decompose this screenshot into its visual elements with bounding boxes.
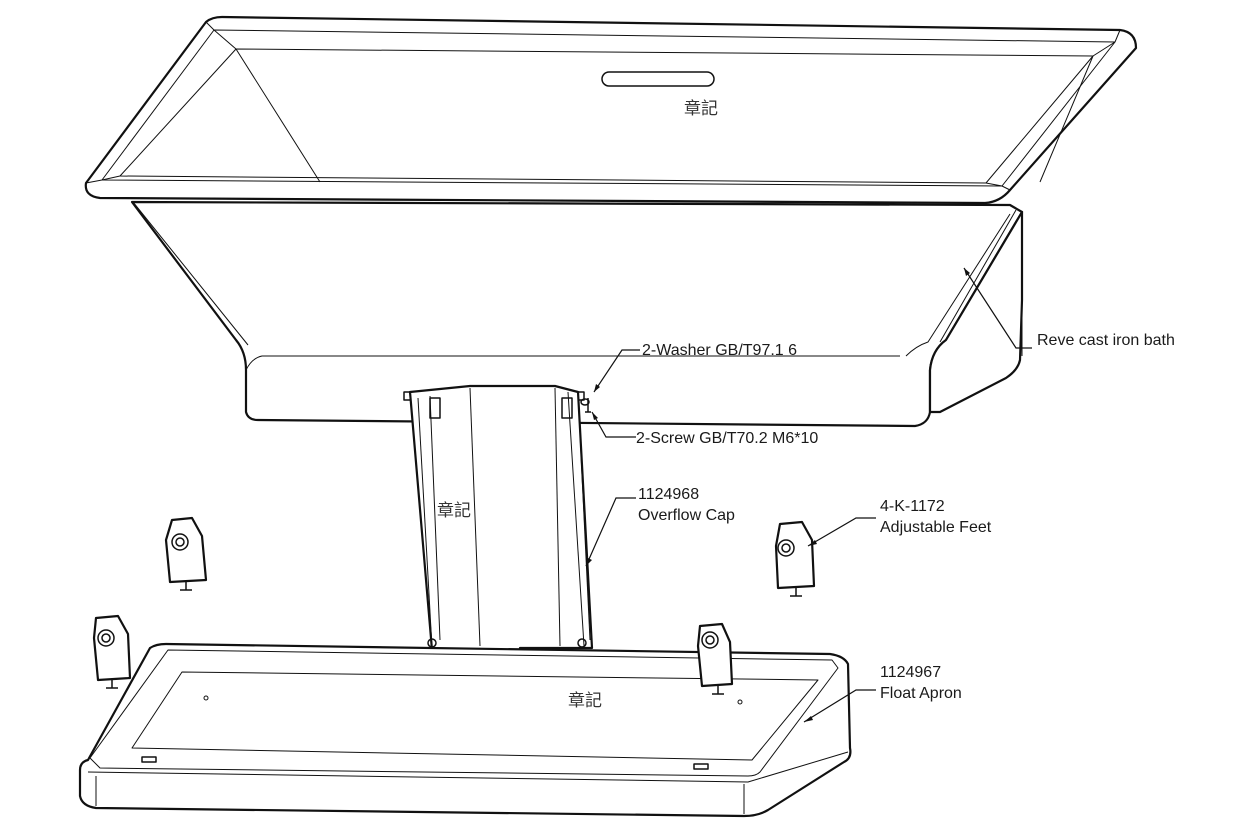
- leader-overflow-cap: [585, 497, 636, 567]
- callout-bath: Reve cast iron bath: [1037, 330, 1175, 351]
- leader-lines: [585, 267, 1032, 723]
- callout-overflow-cap-number: 1124968: [638, 486, 700, 503]
- callout-screw-text: 2-Screw GB/T70.2 M6*10: [636, 430, 819, 447]
- callout-washer: 2-Washer GB/T97.1 6: [642, 340, 797, 361]
- overflow-cap-frame: [403, 384, 594, 682]
- leader-feet: [807, 517, 876, 547]
- callout-feet-name: Adjustable Feet: [880, 519, 992, 536]
- callout-bath-text: Reve cast iron bath: [1037, 332, 1175, 349]
- leader-screw: [591, 411, 636, 438]
- callout-apron: 1124967 Float Apron: [880, 662, 962, 704]
- callout-feet-number: 4-K-1172: [880, 498, 945, 515]
- callout-screw: 2-Screw GB/T70.2 M6*10: [636, 428, 818, 449]
- adjustable-foot-2: [92, 614, 132, 689]
- callout-feet: 4-K-1172 Adjustable Feet: [880, 496, 991, 538]
- adjustable-foot-3: [774, 520, 816, 597]
- callout-overflow-cap: 1124968 Overflow Cap: [638, 484, 735, 526]
- cast-iron-bath: [84, 15, 1138, 428]
- float-apron: [78, 642, 852, 818]
- callout-apron-number: 1124967: [880, 664, 942, 681]
- leader-apron: [803, 689, 876, 723]
- adjustable-foot-4: [696, 622, 734, 695]
- adjustable-foot-1: [164, 516, 208, 591]
- leader-washer: [593, 349, 640, 393]
- watermark-apron: 章記: [568, 691, 602, 711]
- leader-bath: [963, 267, 1032, 349]
- washer-and-screw: [580, 398, 591, 413]
- watermark-overflow-cap: 章記: [437, 501, 471, 521]
- watermark-bath: 章記: [684, 99, 718, 119]
- callout-overflow-cap-name: Overflow Cap: [638, 507, 735, 524]
- callout-washer-text: 2-Washer GB/T97.1 6: [642, 342, 798, 359]
- callout-apron-name: Float Apron: [880, 685, 962, 702]
